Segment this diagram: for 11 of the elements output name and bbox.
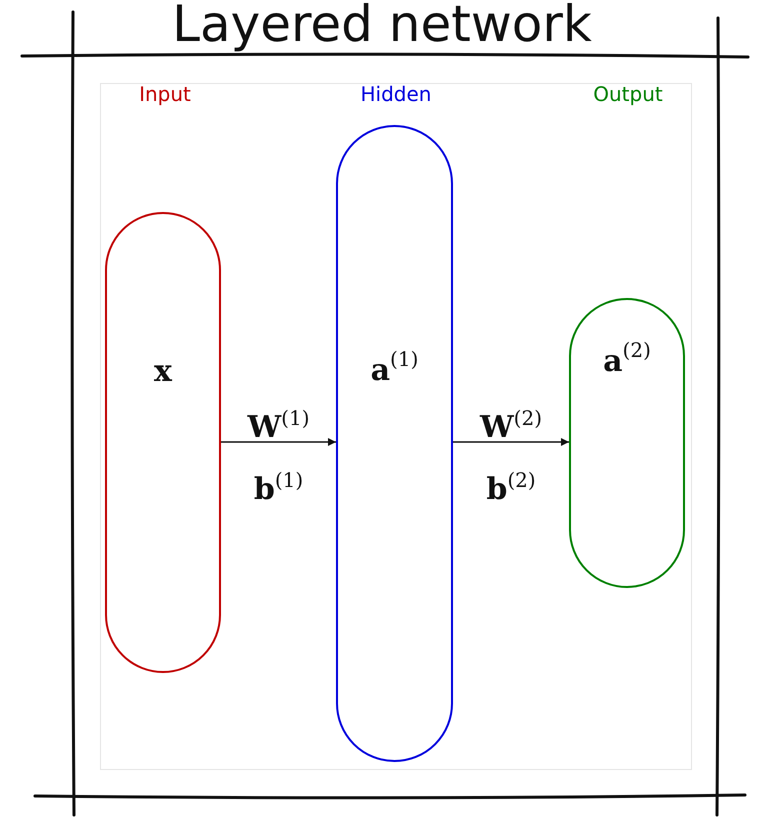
layer-variable: a$^{(2)}$ xyxy=(602,338,652,379)
arrow xyxy=(221,438,336,446)
layer-variable: a$^{(1)}$ xyxy=(370,347,420,388)
layer-label: Hidden xyxy=(360,82,432,106)
layer-variable: x xyxy=(153,354,174,389)
layer-label: Input xyxy=(139,82,191,106)
edge-label: W$^{(1)}$ b$^{(1)}$ xyxy=(246,405,311,509)
diagram-title: Layered network xyxy=(171,0,593,50)
edge-label: W$^{(2)}$ b$^{(2)}$ xyxy=(478,405,544,509)
layer-label: Output xyxy=(593,82,663,106)
arrow xyxy=(453,438,569,446)
